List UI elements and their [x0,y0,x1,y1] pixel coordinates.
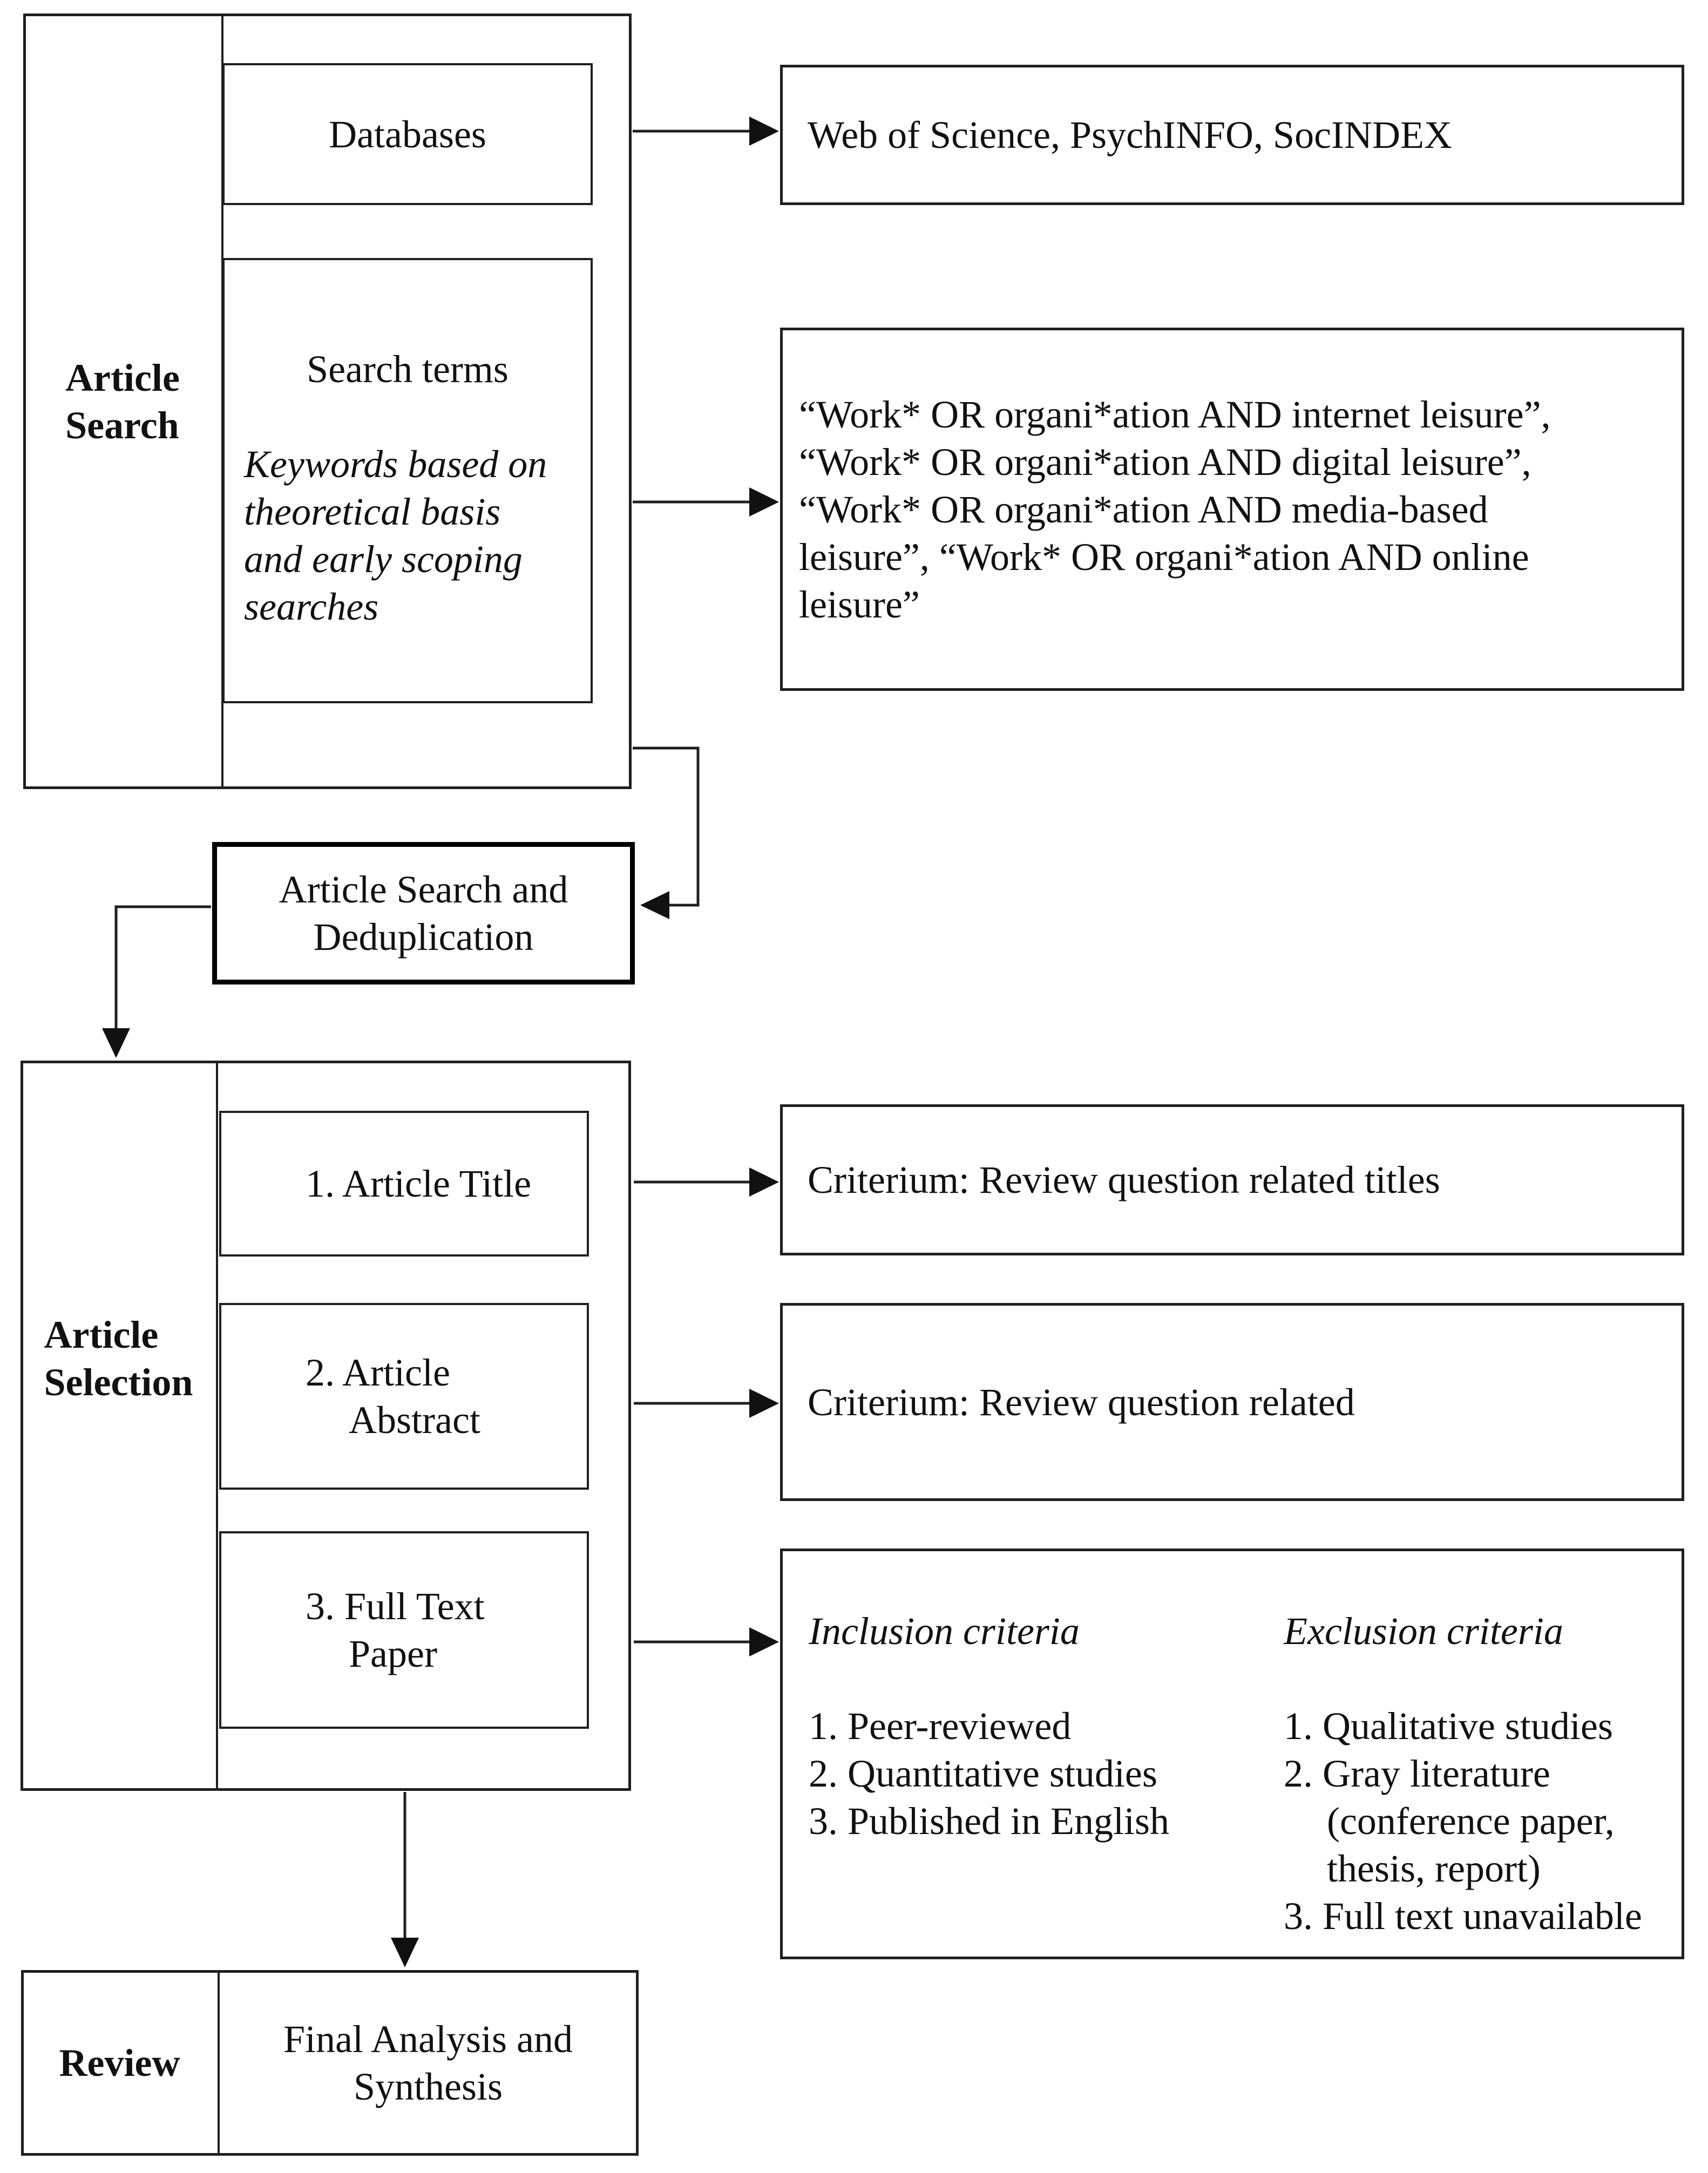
inclusion-item: 1. Peer-reviewed [809,1705,1072,1748]
inclusion-heading: Inclusion criteria [809,1610,1080,1653]
step-line: Abstract [349,1398,480,1442]
final-analysis-line: Final Analysis and [283,2018,573,2061]
arrowhead-right-icon [749,1389,779,1418]
step-article-title-box: 1. Article Title [219,1111,589,1257]
exclusion-item-wrap: thesis, report) [1327,1847,1541,1890]
final-analysis-cell: Final Analysis and Synthesis [220,1972,636,2154]
article-selection-stage-label: Article Selection [23,1063,214,1789]
exclusion-heading: Exclusion criteria [1284,1610,1563,1653]
query-line: leisure” [799,582,920,626]
arrowhead-left-icon [640,891,669,919]
stage-label-line: Article [44,1313,159,1356]
article-selection-divider [216,1063,218,1789]
databases-sources-box: Web of Science, PsychINFO, SocINDEX [780,65,1684,205]
inclusion-criteria-column: Inclusion criteria 1. Peer-reviewed 2. Q… [809,1607,1284,1957]
connector-dedup-to-selection-arrow [114,905,211,1028]
final-analysis-line: Synthesis [353,2065,503,2108]
arrowhead-right-icon [749,117,779,146]
query-line: “Work* OR organi*ation AND internet leis… [799,392,1551,436]
criterium-title-text: Criterium: Review question related title… [808,1158,1440,1201]
dedup-line: Deduplication [313,915,534,959]
step-article-abstract-box: 2. Article Abstract [219,1303,589,1490]
spacer [225,393,591,440]
exclusion-item-wrap: (conference paper, [1327,1799,1615,1843]
spacer [809,1655,1284,1702]
inclusion-item: 2. Quantitative studies [809,1752,1157,1795]
query-line: “Work* OR organi*ation AND media-based [799,487,1488,531]
review-stage-box [21,1970,639,2156]
step-line: 3. Full Text [306,1585,485,1628]
stage-label-line: Selection [44,1360,193,1404]
databases-sources-text: Web of Science, PsychINFO, SocINDEX [808,113,1452,157]
stage-label-line: Article [65,356,180,399]
review-divider [218,1973,220,2154]
arrowhead-right-icon [749,487,779,517]
keywords-note-line: Keywords based on [244,443,547,486]
spacer [1284,1655,1671,1702]
step-line: Paper [349,1632,437,1675]
exclusion-item: 1. Qualitative studies [1284,1705,1613,1748]
search-terms-title: Search terms [307,348,509,391]
criteria-box: Inclusion criteria 1. Peer-reviewed 2. Q… [780,1549,1684,1959]
arrowhead-down-icon [102,1028,130,1058]
exclusion-criteria-column: Exclusion criteria 1. Qualitative studie… [1284,1607,1671,1957]
search-queries-box: “Work* OR organi*ation AND internet leis… [780,328,1684,691]
review-stage-label: Review [23,1972,216,2154]
dedup-line: Article Search and [279,868,568,911]
dedup-box: Article Search and Deduplication [212,842,635,984]
databases-box: Databases [222,63,593,205]
arrowhead-down-icon [391,1938,419,1967]
step-full-text-box: 3. Full Text Paper [219,1531,589,1729]
exclusion-item: 3. Full text unavailable [1284,1894,1642,1938]
step-article-title-text: 1. Article Title [306,1162,532,1205]
connector-to-dedup-arrow [633,746,700,907]
keywords-note: Keywords based on theoretical basis and … [225,440,591,630]
query-line: “Work* OR organi*ation AND digital leisu… [799,440,1531,484]
arrowhead-right-icon [749,1627,779,1656]
query-line: leisure”, “Work* OR organi*ation AND onl… [799,535,1529,579]
inclusion-item: 3. Published in English [809,1799,1170,1843]
databases-title: Databases [329,112,486,156]
criterium-title-box: Criterium: Review question related title… [780,1104,1684,1255]
stage-label-line: Review [59,2041,180,2084]
criterium-abstract-box: Criterium: Review question related [780,1303,1684,1501]
arrowhead-right-icon [749,1167,779,1197]
step-line: 2. Article [306,1351,450,1394]
article-search-stage-label: Article Search [25,16,220,787]
keywords-note-line: and early scoping [244,538,523,581]
criterium-abstract-text: Criterium: Review question related [808,1380,1355,1424]
keywords-note-line: searches [244,585,379,628]
exclusion-item: 2. Gray literature [1284,1752,1550,1795]
keywords-note-line: theoretical basis [244,490,501,533]
search-terms-box: Search terms Keywords based on theoretic… [222,258,593,703]
stage-label-line: Search [65,403,179,447]
